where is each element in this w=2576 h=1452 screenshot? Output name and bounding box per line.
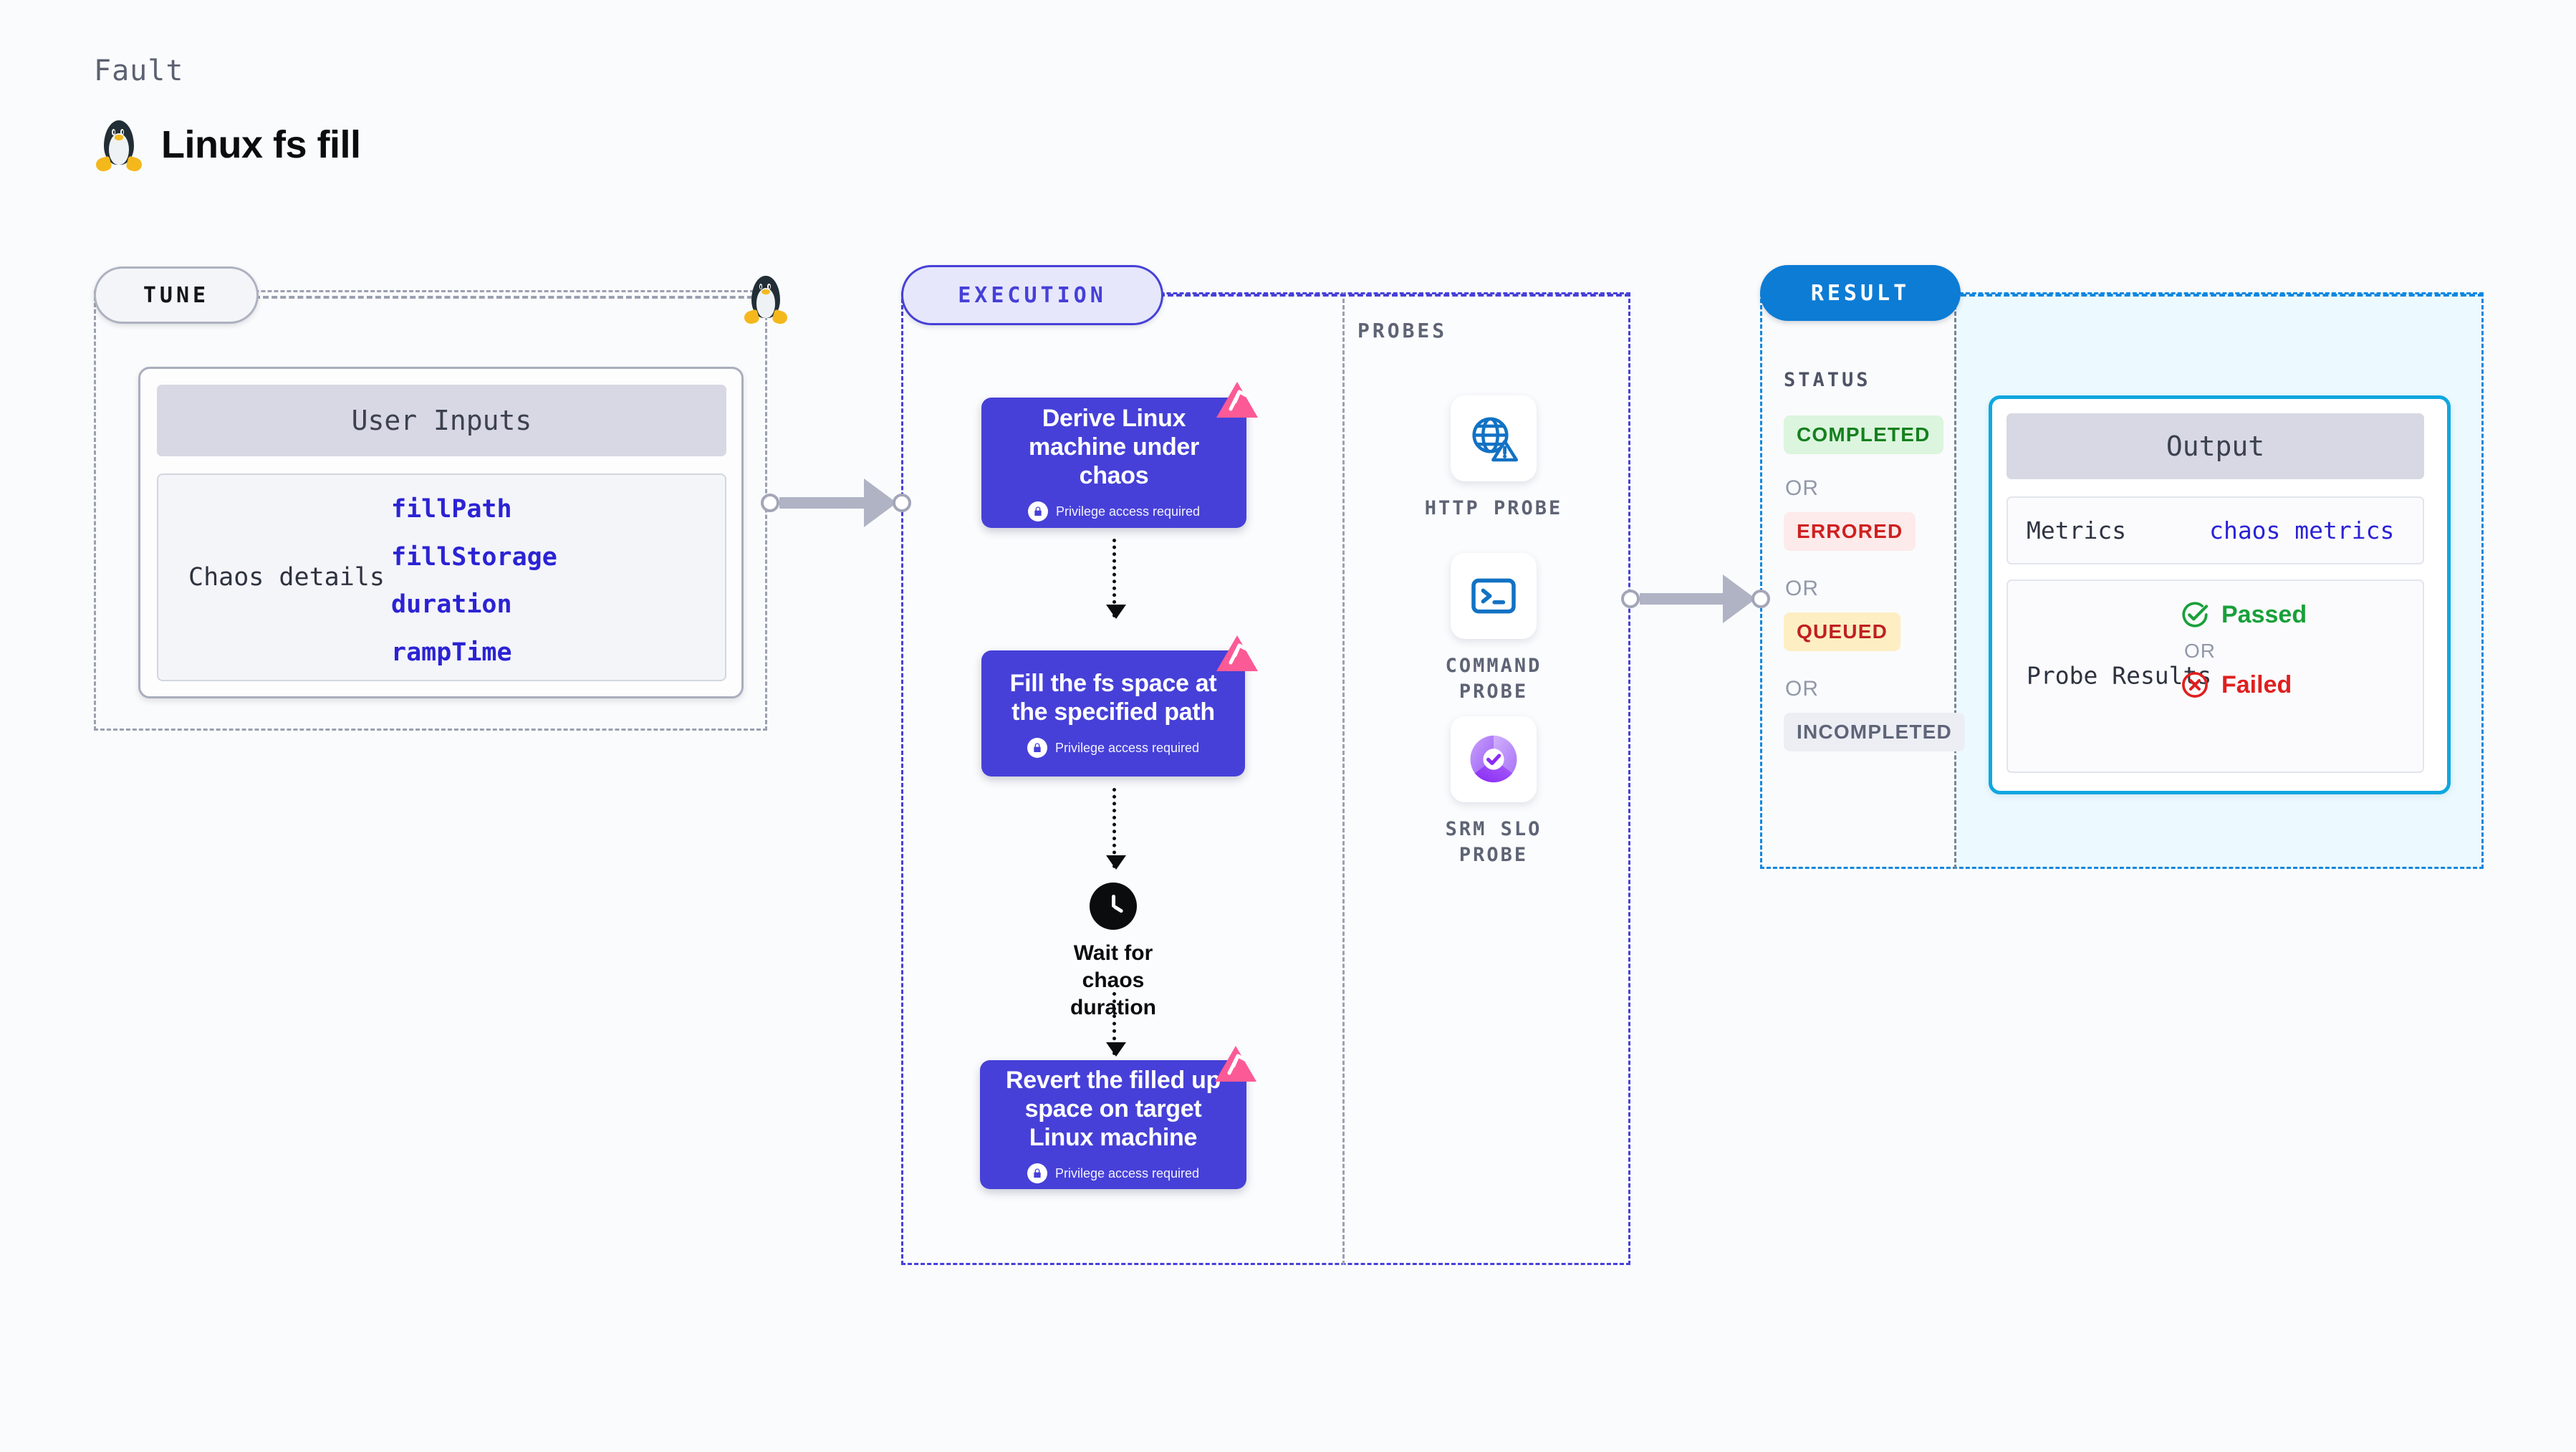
param-fillpath[interactable]: fillPath: [391, 495, 512, 524]
connector-arrowhead: [1723, 574, 1756, 623]
execution-top-dashed-line: [1159, 294, 1630, 297]
connector-start-dot: [761, 494, 779, 512]
execution-step-card[interactable]: Derive Linux machine under chaos Privile…: [981, 398, 1246, 528]
metrics-value[interactable]: chaos metrics: [2209, 516, 2395, 544]
status-badge-errored: ERRORED: [1784, 512, 1916, 551]
linux-penguin-icon: [742, 274, 789, 326]
execution-step-title: Revert the filled up space on target Lin…: [1005, 1066, 1221, 1152]
execution-step-card[interactable]: Fill the fs space at the specified path …: [981, 650, 1245, 777]
probe-label: HTTP PROBE: [1424, 497, 1563, 519]
probe-label: SRM SLO PROBE: [1445, 818, 1542, 867]
chaos-details-label: Chaos details: [188, 563, 385, 592]
privilege-note-label: Privilege access required: [1055, 504, 1201, 519]
connector-tune-to-execution: [761, 479, 911, 527]
or-label: OR: [1785, 577, 1819, 600]
page-kicker: Fault: [94, 54, 184, 87]
probes-title: PROBES: [1357, 319, 1448, 342]
or-label: OR: [1785, 476, 1819, 500]
probe-command[interactable]: COMMAND PROBE: [1422, 553, 1565, 706]
status-badge-queued: QUEUED: [1784, 612, 1900, 651]
tune-top-dashed-line: [254, 296, 770, 299]
execution-step-title: Derive Linux machine under chaos: [1029, 404, 1199, 490]
lock-icon: [1027, 1163, 1047, 1184]
probe-result-failed-label: Failed: [2221, 670, 2292, 698]
page-title-row: Linux fs fill: [94, 118, 361, 173]
connector-start-dot: [1621, 590, 1640, 608]
probe-result-passed: Passed: [2180, 600, 2409, 630]
connector-arrowhead: [864, 479, 897, 527]
param-ramptime[interactable]: rampTime: [391, 638, 512, 667]
clock-icon: [1090, 883, 1137, 930]
user-inputs-card: User Inputs Chaos details fillPath fillS…: [138, 367, 744, 698]
globe-warning-icon: [1472, 417, 1519, 462]
or-label: OR: [2184, 640, 2216, 662]
result-region: [1760, 292, 2484, 869]
status-title: STATUS: [1784, 369, 1871, 391]
wait-node-label: Wait for chaos duration: [1070, 941, 1156, 1019]
probe-tile: [1451, 395, 1537, 481]
page-title: Linux fs fill: [161, 123, 361, 166]
probe-result-failed: Failed: [2180, 670, 2409, 700]
probe-results-row: Probe Results Passed OR Failed: [2007, 580, 2424, 773]
or-label: OR: [1785, 677, 1819, 701]
chaos-details-box: Chaos details fillPath fillStorage durat…: [157, 473, 726, 681]
wait-node: Wait for chaos duration: [1067, 883, 1160, 1021]
privilege-note: Privilege access required: [1027, 1163, 1200, 1184]
probe-result-passed-label: Passed: [2221, 600, 2307, 628]
lock-icon: [1027, 738, 1047, 759]
probe-results-label: Probe Results: [2027, 661, 2212, 690]
param-fillstorage[interactable]: fillStorage: [391, 542, 557, 572]
probe-srm-slo[interactable]: SRM SLO PROBE: [1422, 716, 1565, 869]
user-inputs-header: User Inputs: [157, 385, 726, 456]
probe-tile: [1451, 716, 1537, 802]
flow-arrow: [1106, 539, 1126, 619]
execution-probes-divider: [1342, 292, 1345, 1265]
linux-penguin-icon: [94, 118, 144, 173]
probe-label: COMMAND PROBE: [1445, 655, 1542, 703]
status-badge-incompleted: INCOMPLETED: [1784, 713, 1965, 751]
x-circle-icon: [2182, 672, 2208, 698]
connector-end-dot: [1751, 590, 1770, 608]
metrics-label: Metrics: [2027, 516, 2127, 544]
probe-tile: [1451, 553, 1537, 639]
metrics-row: Metrics chaos metrics: [2007, 496, 2424, 564]
execution-step-title: Fill the fs space at the specified path: [1009, 669, 1217, 726]
tune-stage-pill[interactable]: TUNE: [94, 266, 259, 324]
result-top-dashed-line: [1961, 294, 2484, 297]
output-card: Output Metrics chaos metrics Probe Resul…: [1989, 395, 2451, 794]
lock-icon: [1027, 501, 1048, 522]
probe-http[interactable]: HTTP PROBE: [1422, 395, 1565, 521]
privilege-note: Privilege access required: [1027, 738, 1200, 759]
privilege-note-label: Privilege access required: [1054, 740, 1200, 755]
slo-donut-check-icon: [1470, 735, 1517, 783]
output-header: Output: [2007, 413, 2424, 479]
connector-end-dot: [893, 494, 911, 512]
privilege-note-label: Privilege access required: [1054, 1165, 1200, 1181]
result-stage-pill[interactable]: RESULT: [1760, 265, 1961, 321]
chaos-params-list: fillPath fillStorage duration rampTime: [391, 495, 699, 667]
probe-results-values: Passed OR Failed: [2180, 600, 2409, 700]
check-circle-icon: [2182, 602, 2209, 628]
connector-line: [1640, 593, 1724, 605]
terminal-icon: [1471, 578, 1516, 614]
connector-probes-to-result: [1621, 574, 1770, 623]
status-badge-completed: COMPLETED: [1784, 415, 1943, 454]
execution-stage-pill[interactable]: EXECUTION: [901, 265, 1163, 325]
privilege-note: Privilege access required: [1027, 501, 1201, 522]
flow-arrow: [1106, 992, 1126, 1057]
param-duration[interactable]: duration: [391, 590, 512, 620]
connector-line: [779, 497, 865, 509]
execution-step-card[interactable]: Revert the filled up space on target Lin…: [980, 1060, 1246, 1189]
flow-arrow: [1106, 788, 1126, 870]
result-output-divider: [1954, 292, 1956, 869]
